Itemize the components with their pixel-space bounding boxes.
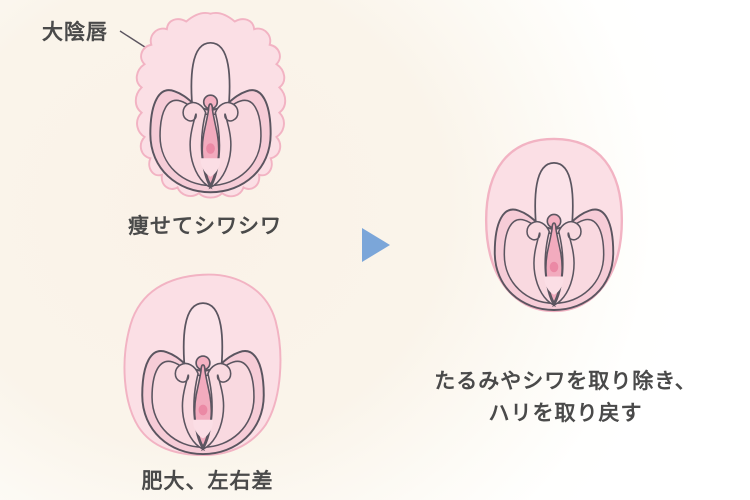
illustration-before-hypertrophy xyxy=(123,273,282,457)
caption-before-wrinkled: 痩せてシワシワ xyxy=(128,215,282,238)
arrow-right-icon xyxy=(362,228,390,262)
caption-after: たるみやシワを取り除き、 ハリを取り戻す xyxy=(418,366,713,430)
labia-majora-label: 大陰唇 xyxy=(42,21,108,44)
caption-after-line1: たるみやシワを取り除き、 xyxy=(434,370,697,393)
caption-after-line2: ハリを取り戻す xyxy=(488,402,643,425)
illustration-before-wrinkled xyxy=(134,12,287,199)
caption-before-hypertrophy: 肥大、左右差 xyxy=(141,470,274,493)
illustration-after-firm xyxy=(484,137,624,313)
